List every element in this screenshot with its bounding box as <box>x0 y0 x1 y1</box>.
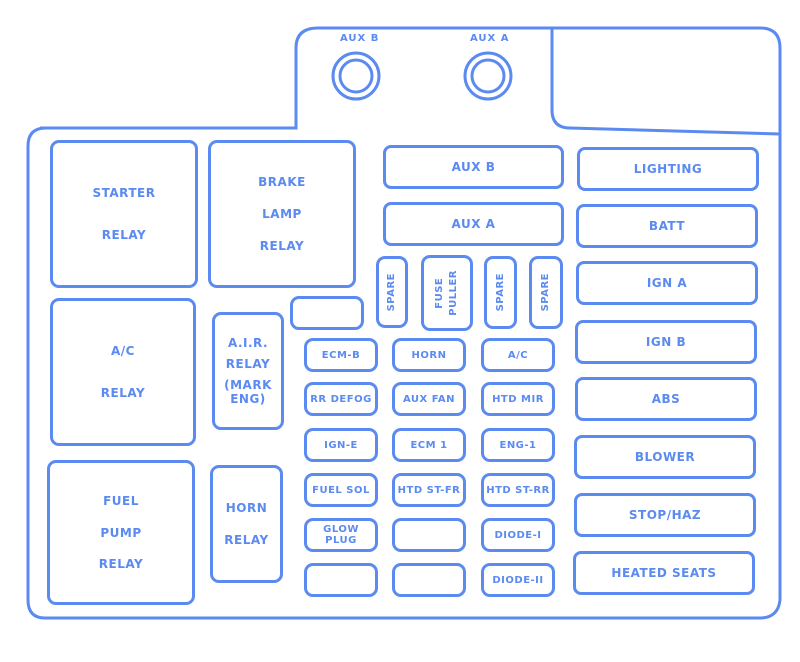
starter-relay-label: RELAY <box>101 228 147 243</box>
air-relay-label: A.I.R. <box>227 336 269 350</box>
mini-fuse: HORN <box>392 338 466 372</box>
fuse-puller-label-line: PULLER <box>448 270 459 316</box>
mini-fuse: ECM-B <box>304 338 378 372</box>
air-relay: A.I.R. RELAY (MARK ENG) <box>212 312 284 430</box>
spare-slot: SPARE <box>376 256 408 328</box>
mini-fuse-label: DIODE-II <box>492 574 544 586</box>
mini-fuse: DIODE-I <box>481 518 555 552</box>
mini-fuse-label: ECM 1 <box>410 439 448 451</box>
aux-a-fuse: AUX A <box>383 202 564 246</box>
maxi-fuse-label: ABS <box>651 392 681 406</box>
mini-fuse <box>392 563 466 597</box>
spare-slot: SPARE <box>484 256 517 329</box>
mini-fuse: ENG-1 <box>481 428 555 462</box>
mini-fuse: GLOW PLUG <box>304 518 378 552</box>
maxi-fuse-label: BLOWER <box>634 450 696 464</box>
mini-fuse <box>304 563 378 597</box>
mini-fuse-label: A/C <box>507 349 529 361</box>
air-relay-label: RELAY <box>225 357 271 371</box>
maxi-fuse-label: LIGHTING <box>633 162 703 176</box>
mini-fuse: IGN-E <box>304 428 378 462</box>
mini-fuse-label: HORN <box>411 349 447 361</box>
mini-fuse: FUEL SOL <box>304 473 378 507</box>
mini-fuse: DIODE-II <box>481 563 555 597</box>
aux-a-connector <box>463 51 513 101</box>
mini-fuse-label: HTD ST-RR <box>486 484 550 496</box>
mini-fuse-label: HTD MIR <box>492 393 544 405</box>
mini-fuse: A/C <box>481 338 555 372</box>
mini-fuse: RR DEFOG <box>304 382 378 416</box>
fuel-pump-relay: FUEL PUMP RELAY <box>47 460 195 605</box>
aux-a-fuse-label: AUX A <box>451 217 496 231</box>
maxi-fuse-label: HEATED SEATS <box>611 566 717 580</box>
fuel-pump-relay-label: PUMP <box>100 525 142 540</box>
maxi-fuse: STOP/HAZ <box>574 493 756 537</box>
mini-fuse: HTD ST-FR <box>392 473 466 507</box>
horn-relay-label: HORN <box>225 500 268 515</box>
maxi-fuse: ABS <box>575 377 757 421</box>
mini-fuse-label: ENG-1 <box>499 439 537 451</box>
ac-relay-label: A/C <box>111 343 135 358</box>
air-relay-label: (MARK ENG) <box>224 378 272 406</box>
fuel-pump-relay-label: FUEL <box>103 494 139 509</box>
empty-slot <box>290 296 364 330</box>
mini-fuse-label: IGN-E <box>324 439 358 451</box>
mini-fuse-label: AUX FAN <box>402 393 456 405</box>
aux-b-connector-label: AUX B <box>340 33 380 44</box>
mini-fuse-label: HTD ST-FR <box>397 484 461 496</box>
maxi-fuse: HEATED SEATS <box>573 551 755 595</box>
fuse-puller-label-line: FUSE <box>434 277 445 309</box>
mini-fuse: AUX FAN <box>392 382 466 416</box>
maxi-fuse: LIGHTING <box>577 147 759 191</box>
mini-fuse-label: FUEL SOL <box>312 484 370 496</box>
aux-b-connector <box>331 51 381 101</box>
maxi-fuse-label: IGN A <box>646 276 688 290</box>
spare-slot-label-line: SPARE <box>540 273 551 312</box>
maxi-fuse-label: IGN B <box>645 335 687 349</box>
brake-lamp-relay-label: LAMP <box>262 207 302 221</box>
spare-slot: SPARE <box>529 256 563 329</box>
mini-fuse: ECM 1 <box>392 428 466 462</box>
ac-relay-label: RELAY <box>100 386 146 401</box>
mini-fuse-label: GLOW PLUG <box>323 524 359 546</box>
spare-slot-label: SPARE <box>494 273 508 311</box>
brake-lamp-relay-label: RELAY <box>259 239 305 253</box>
aux-b-fuse-label: AUX B <box>451 160 496 174</box>
brake-lamp-relay: BRAKE LAMP RELAY <box>208 140 356 288</box>
brake-lamp-relay-label: BRAKE <box>258 175 306 189</box>
mini-fuse: HTD ST-RR <box>481 473 555 507</box>
horn-relay: HORN RELAY <box>210 465 283 583</box>
horn-relay-label: RELAY <box>224 533 269 548</box>
aux-a-connector-label: AUX A <box>470 33 510 44</box>
maxi-fuse-label: STOP/HAZ <box>628 508 702 522</box>
spare-slot-label: SPARE <box>385 273 399 311</box>
mini-fuse-label: RR DEFOG <box>310 393 372 405</box>
spare-slot-label-line: SPARE <box>386 272 397 312</box>
mini-fuse-label: ECM-B <box>321 349 361 361</box>
maxi-fuse-label: BATT <box>648 219 686 233</box>
starter-relay-label: STARTER <box>92 185 156 200</box>
maxi-fuse: BATT <box>576 204 758 248</box>
spare-slot-label-line: SPARE <box>494 273 506 312</box>
spare-slot-label: SPARE <box>539 273 553 311</box>
aux-b-fuse: AUX B <box>383 145 564 189</box>
mini-fuse-label: DIODE-I <box>494 529 542 541</box>
mini-fuse <box>392 518 466 552</box>
maxi-fuse: IGN A <box>576 261 758 305</box>
starter-relay: STARTER RELAY <box>50 140 198 288</box>
ac-relay: A/C RELAY <box>50 298 196 446</box>
fuel-pump-relay-label: RELAY <box>98 556 144 571</box>
maxi-fuse: IGN B <box>575 320 757 364</box>
mini-fuse: HTD MIR <box>481 382 555 416</box>
maxi-fuse: BLOWER <box>574 435 756 479</box>
